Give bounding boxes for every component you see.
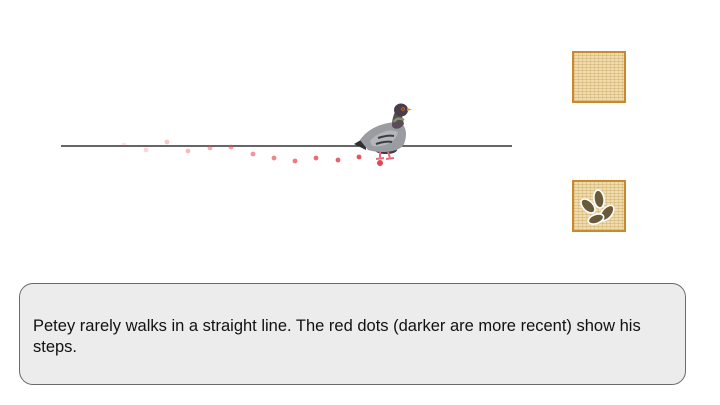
step-dots xyxy=(121,139,383,166)
step-dot xyxy=(313,155,319,161)
walk-canvas xyxy=(61,103,512,166)
caption-box: Petey rarely walks in a straight line. T… xyxy=(19,283,686,385)
step-dot xyxy=(143,147,149,153)
step-dot xyxy=(164,139,170,145)
pigeon-icon xyxy=(354,103,412,160)
step-dot xyxy=(228,144,234,150)
step-dot xyxy=(207,145,213,151)
walk-scene xyxy=(61,51,626,232)
step-dot xyxy=(335,157,341,163)
step-dot xyxy=(250,151,256,157)
sunflower-seeds-icon xyxy=(580,189,615,225)
caption-text: Petey rarely walks in a straight line. T… xyxy=(33,317,641,356)
step-dot xyxy=(185,148,191,154)
step-dot xyxy=(271,155,277,161)
step-dot xyxy=(356,154,362,160)
step-dot xyxy=(377,160,383,166)
step-dot xyxy=(292,158,298,164)
step-dot xyxy=(121,142,127,148)
plain-tile[interactable] xyxy=(572,51,626,103)
seed-tile[interactable] xyxy=(572,180,626,232)
